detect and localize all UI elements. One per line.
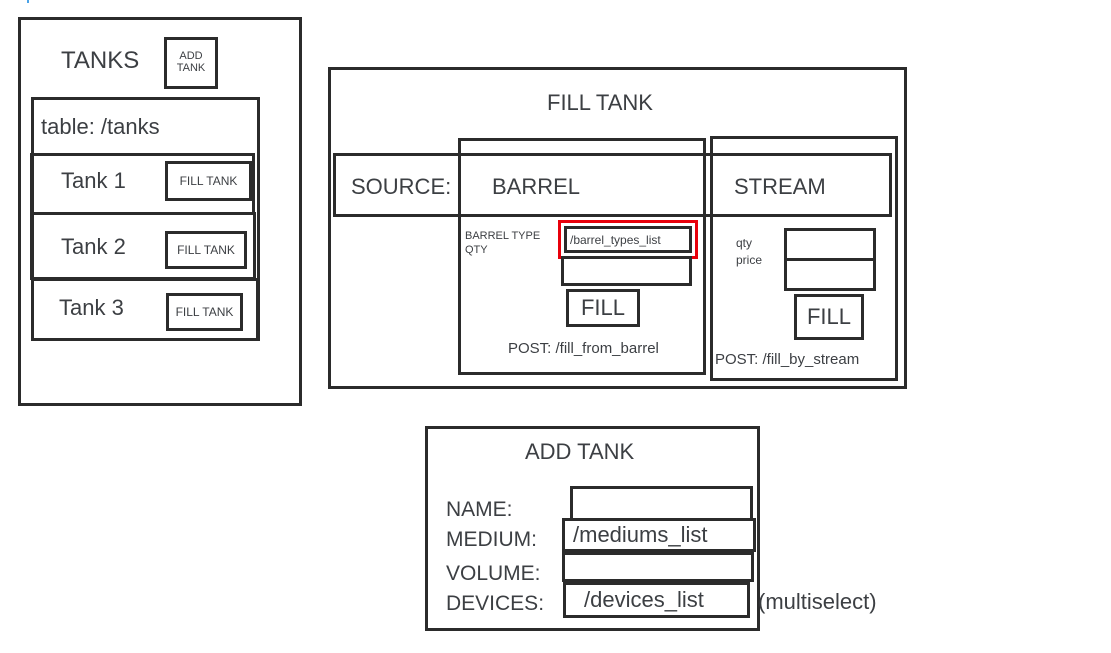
corner-marker [27, 0, 29, 3]
source-bar [333, 153, 892, 217]
name-label: NAME: [446, 498, 513, 521]
medium-label: MEDIUM: [446, 528, 537, 551]
stream-endpoint: POST: /fill_by_stream [715, 351, 860, 368]
qty-label: QTY [465, 244, 488, 256]
tanks-title: TANKS [61, 47, 140, 74]
stream-tab[interactable]: STREAM [734, 174, 826, 199]
add-tank-title: ADD TANK [525, 439, 635, 464]
devices-note: (multiselect) [758, 589, 877, 614]
name-input[interactable] [570, 486, 753, 521]
fill-tank-panel [328, 67, 907, 389]
fill-tank-button[interactable]: FILL TANK [165, 161, 252, 201]
barrel-section [458, 138, 706, 375]
tanks-panel [18, 17, 302, 406]
barrel-qty-input[interactable] [561, 256, 692, 286]
volume-input[interactable] [562, 552, 754, 582]
barrel-tab[interactable]: BARREL [492, 174, 581, 199]
add-tank-panel [425, 426, 760, 631]
medium-select[interactable]: /mediums_list [562, 518, 756, 552]
volume-label: VOLUME: [446, 562, 541, 585]
stream-price-input[interactable] [784, 258, 876, 291]
add-tank-button-line2: TANK [176, 62, 206, 74]
stream-section [710, 136, 898, 381]
fill-tank-button[interactable]: FILL TANK [165, 231, 247, 269]
stream-price-label: price [736, 253, 763, 267]
tank-row-name: Tank 1 [61, 168, 126, 193]
add-tank-button[interactable]: ADD TANK [164, 37, 218, 89]
barrel-type-select[interactable]: /barrel_types_list [558, 220, 698, 259]
devices-multiselect[interactable]: /devices_list [563, 582, 750, 618]
tank-row [31, 278, 259, 341]
source-label: SOURCE: [351, 174, 452, 199]
tanks-table-label: table: /tanks [41, 114, 160, 139]
barrel-type-label: BARREL TYPE [465, 230, 541, 242]
stream-qty-input[interactable] [784, 228, 876, 261]
devices-label: DEVICES: [446, 592, 545, 615]
fill-tank-button[interactable]: FILL TANK [166, 293, 243, 331]
tank-row-name: Tank 2 [61, 234, 126, 259]
fill-tank-title: FILL TANK [547, 90, 653, 115]
stream-qty-label: qty [736, 236, 753, 250]
stream-fill-button[interactable]: FILL [794, 294, 864, 340]
tank-row-name: Tank 3 [59, 295, 124, 320]
barrel-endpoint: POST: /fill_from_barrel [508, 340, 659, 357]
add-tank-button-line1: ADD [179, 50, 203, 63]
barrel-fill-button[interactable]: FILL [566, 289, 640, 327]
barrel-type-value: /barrel_types_list [564, 226, 692, 253]
